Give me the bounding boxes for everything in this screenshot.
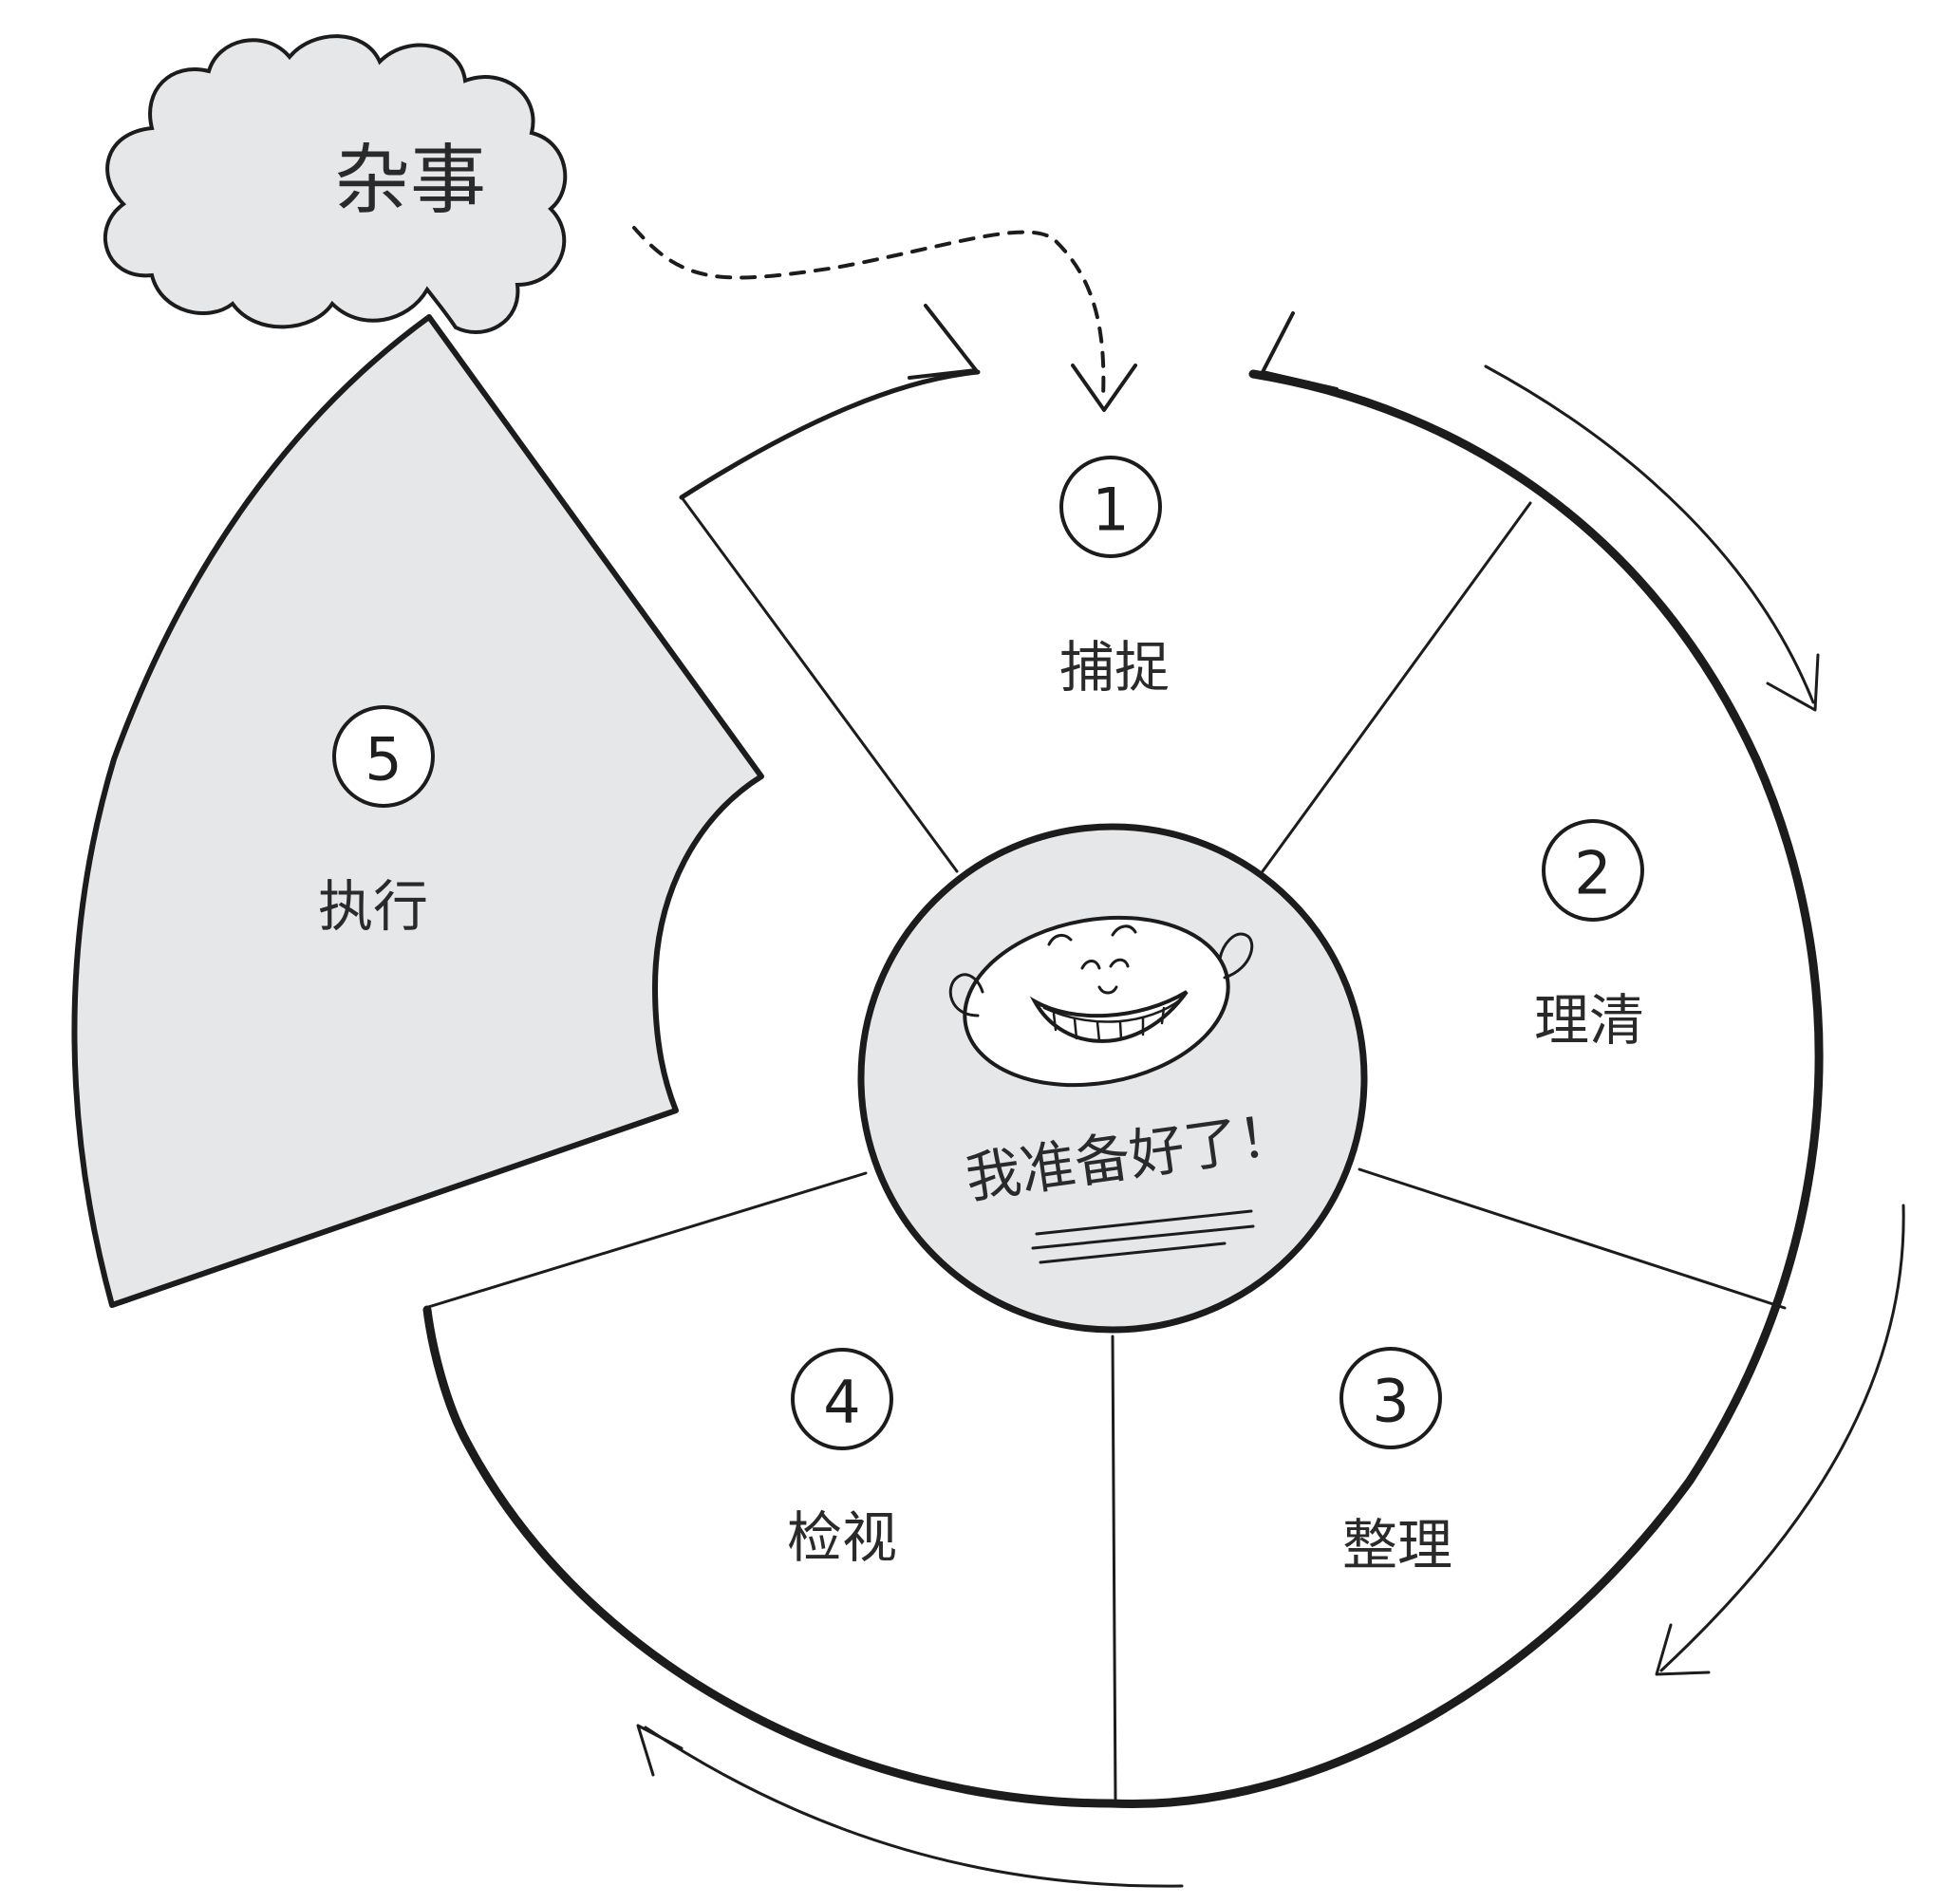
gap-notch-left	[908, 304, 978, 380]
step-5-number-circle	[332, 705, 435, 808]
smiling-face-icon	[948, 915, 1254, 1088]
cycle-arrow-bottom	[644, 1726, 1184, 1888]
segment-5-execute	[71, 314, 764, 1308]
cycle-outer-ring	[422, 369, 1824, 1809]
cycle-arrow-top-right	[1484, 364, 1815, 704]
segment-1-inner-edge-left	[680, 495, 959, 873]
step-4-label: 检视	[787, 1505, 897, 1570]
step-4: 4 检视	[787, 1348, 897, 1570]
step-4-number: 4	[823, 1368, 860, 1437]
segment-1-capture	[682, 370, 1528, 875]
step-5-label: 执行	[318, 874, 428, 939]
dashed-arrow-icon	[632, 226, 1137, 412]
stuff-cloud	[103, 34, 568, 334]
step-2-label: 理清	[1534, 988, 1644, 1053]
divider-2-3	[1358, 1167, 1787, 1310]
cloud-label: 杂事	[334, 137, 486, 225]
step-3-label: 整理	[1342, 1513, 1452, 1577]
cycle-arrow-icon	[636, 364, 1905, 1888]
segment-1-outer-edge	[679, 369, 981, 500]
divider-3-4	[1111, 1335, 1117, 1805]
step-2-number-circle	[1542, 819, 1644, 922]
step-1: 1 捕捉	[1059, 456, 1170, 700]
step-2-number: 2	[1574, 839, 1611, 908]
step-4-number-circle	[791, 1348, 893, 1450]
cycle-arrow-right	[1659, 1204, 1905, 1672]
step-1-number: 1	[1092, 476, 1129, 545]
divider-4-5	[423, 1171, 868, 1310]
step-5-number: 5	[365, 725, 402, 794]
step-3-number: 3	[1372, 1367, 1409, 1436]
divider-1-2	[1261, 501, 1532, 873]
step-2: 2 理清	[1534, 819, 1644, 1053]
step-1-number-circle	[1059, 456, 1162, 558]
caption-underline	[1031, 1209, 1255, 1264]
step-3: 3 整理	[1339, 1347, 1452, 1577]
step-1-label: 捕捉	[1059, 635, 1170, 700]
step-3-number-circle	[1339, 1347, 1442, 1449]
step-5: 5 执行	[318, 705, 435, 939]
gap-notch-right	[1261, 311, 1339, 391]
